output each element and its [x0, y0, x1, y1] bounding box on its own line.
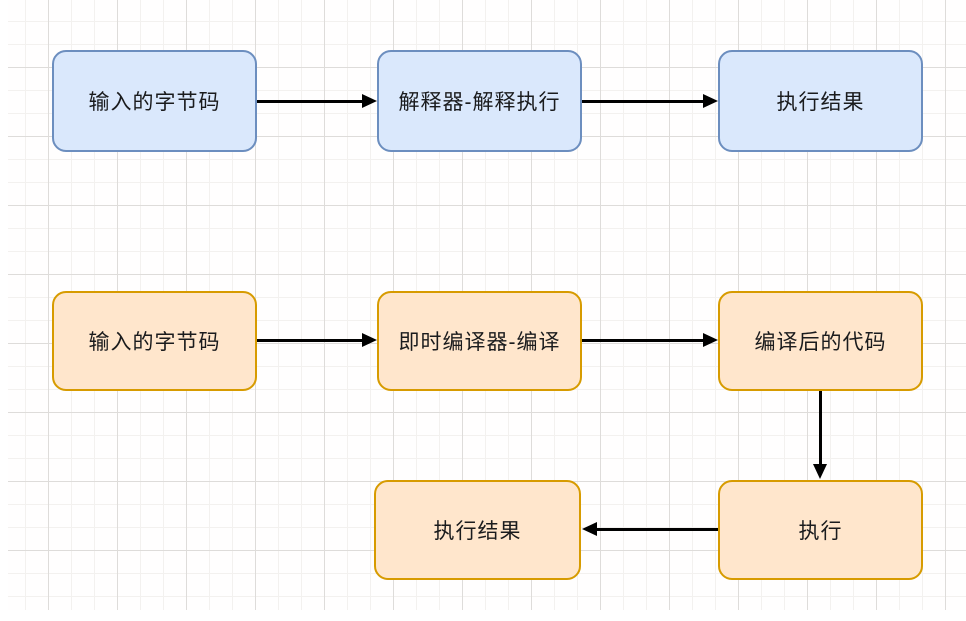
edge-line	[582, 100, 704, 103]
edge-line	[257, 339, 363, 342]
node-label: 输入的字节码	[88, 91, 221, 114]
arrowhead-right-icon	[703, 94, 718, 108]
node-label: 解释器-解释执行	[398, 91, 561, 114]
arrowhead-down-icon	[813, 464, 827, 479]
edge-line	[596, 528, 718, 531]
node-execute[interactable]: 执行	[718, 480, 923, 580]
node-label: 执行	[798, 520, 843, 543]
node-label: 输入的字节码	[88, 331, 221, 354]
arrowhead-left-icon	[582, 522, 597, 536]
node-label: 执行结果	[776, 91, 865, 114]
node-jit-exec-result[interactable]: 执行结果	[374, 480, 581, 580]
arrowhead-right-icon	[362, 333, 377, 347]
node-label: 编译后的代码	[754, 331, 887, 354]
edge-line	[582, 339, 704, 342]
arrowhead-right-icon	[362, 94, 377, 108]
edge-line	[819, 391, 822, 465]
node-label: 执行结果	[433, 520, 522, 543]
node-jit-bytecode-in[interactable]: 输入的字节码	[52, 291, 257, 391]
arrowhead-right-icon	[703, 333, 718, 347]
node-interpreter[interactable]: 解释器-解释执行	[377, 50, 582, 152]
node-interpreter-bytecode-in[interactable]: 输入的字节码	[52, 50, 257, 152]
grid-canvas: 输入的字节码 解释器-解释执行 执行结果 输入的字节码 即时编译器-编译 编译后…	[8, 0, 966, 610]
edge-line	[257, 100, 363, 103]
node-interpreter-exec-result[interactable]: 执行结果	[718, 50, 923, 152]
node-jit-compiler[interactable]: 即时编译器-编译	[377, 291, 582, 391]
node-label: 即时编译器-编译	[398, 331, 561, 354]
node-compiled-code[interactable]: 编译后的代码	[718, 291, 923, 391]
